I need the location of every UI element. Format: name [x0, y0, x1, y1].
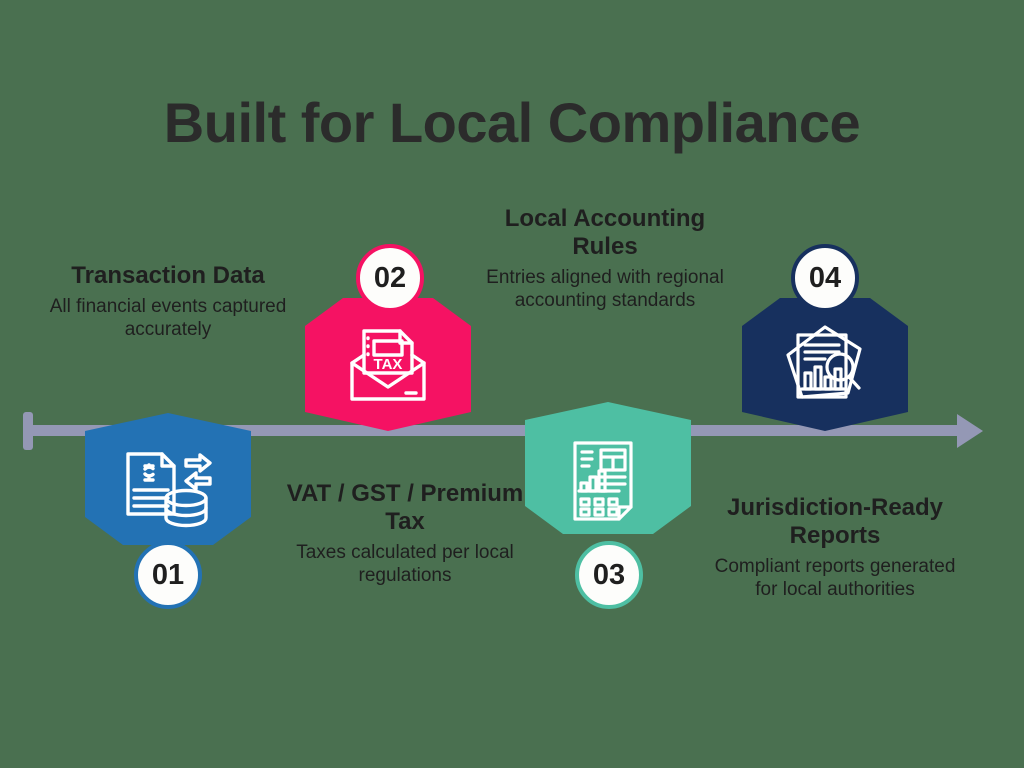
- step-1-heading: Transaction Data: [71, 262, 265, 289]
- page-title: Built for Local Compliance: [163, 90, 861, 154]
- step-1-description: All financial events captured accurately: [49, 295, 287, 341]
- step-3-text-block: Local Accounting Rules Entries aligned w…: [478, 205, 732, 313]
- step-1-hexagon[interactable]: [85, 413, 251, 546]
- step-2-number-badge: 02: [356, 244, 424, 312]
- step-4-number-badge: 04: [791, 244, 859, 312]
- step-3-number-badge: 03: [575, 541, 643, 609]
- step-4-description: Compliant reports generated for local au…: [714, 555, 956, 601]
- step-3-hexagon[interactable]: [525, 402, 691, 535]
- step-2-heading: VAT / GST / Premium Tax: [286, 480, 524, 535]
- step-1-number-badge: 01: [134, 541, 202, 609]
- timeline-axis-line: [27, 425, 967, 436]
- step-4-hexagon[interactable]: [742, 298, 908, 431]
- step-2-hexagon[interactable]: [305, 298, 471, 431]
- step-2-description: Taxes calculated per local regulations: [296, 541, 514, 587]
- step-1-text-block: Transaction Data All financial events ca…: [26, 262, 310, 342]
- step-3-heading: Local Accounting Rules: [504, 205, 706, 260]
- step-2-text-block: VAT / GST / Premium Tax Taxes calculated…: [278, 480, 532, 588]
- arrow-right-icon: [957, 414, 983, 448]
- step-3-description: Entries aligned with regional accounting…: [486, 266, 724, 312]
- step-4-text-block: Jurisdiction-Ready Reports Compliant rep…: [708, 494, 962, 602]
- step-4-heading: Jurisdiction-Ready Reports: [726, 494, 944, 549]
